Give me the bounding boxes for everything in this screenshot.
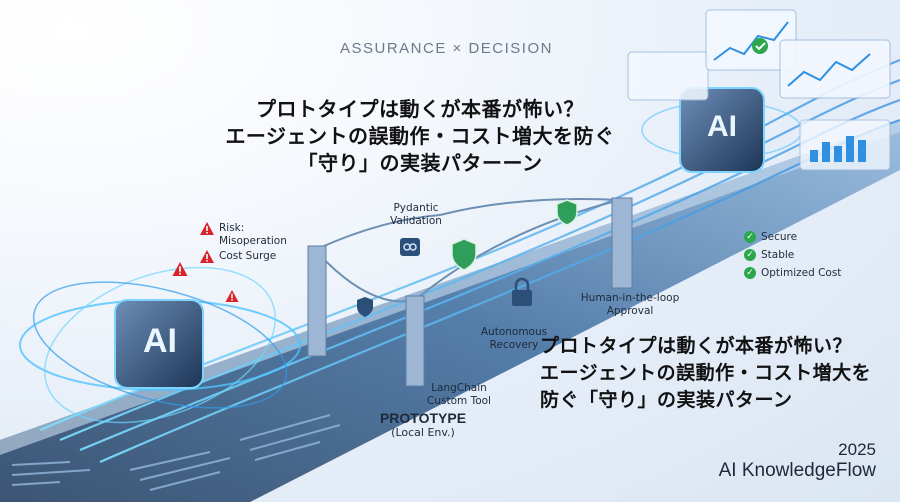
shield-icon	[357, 297, 373, 317]
suspension-cables	[314, 198, 621, 303]
ai-label-right: AI	[707, 110, 737, 143]
brand-name: AI KnowledgeFlow	[718, 460, 876, 481]
kicker-text: ASSURANCE × DECISION	[340, 40, 553, 57]
shield-icon	[556, 199, 578, 226]
risk-item: Cost Surge	[200, 250, 276, 263]
ai-cube-right	[641, 87, 803, 173]
outcome-item: ✓ Stable	[744, 249, 794, 262]
warning-icon	[200, 250, 214, 263]
dashboard-panels	[627, 9, 891, 171]
label-human-in-the-loop: Human-in-the-loop Approval	[580, 292, 680, 317]
outcome-label: Stable	[761, 249, 795, 261]
headline-top-line: 「守り」の実装パターーン	[297, 151, 543, 175]
risk-label: Risk: Misoperation	[219, 222, 287, 247]
warning-icon	[172, 262, 188, 276]
risk-item: Risk: Misoperation	[200, 222, 287, 248]
risk-label: Cost Surge	[219, 250, 277, 262]
ai-label-left: AI	[143, 322, 177, 360]
shield-icon	[451, 238, 477, 271]
headline-top-line: プロトタイプは動くが本番が怖い？	[256, 97, 584, 121]
code-panel	[11, 414, 341, 491]
bridge-deck	[0, 120, 900, 502]
brand-block: 2025 AI KnowledgeFlow	[719, 440, 876, 482]
label-autonomous-recovery: Autonomous Recovery	[480, 326, 548, 351]
check-icon: ✓	[744, 249, 756, 261]
headline-bottom-line: エージェントの誤動作・コスト増大を	[540, 362, 872, 384]
outcome-label: Secure	[761, 231, 798, 243]
sunlight-glow	[0, 0, 250, 240]
headline-bottom-line: プロトタイプは動くが本番が怖い？	[540, 335, 853, 357]
label-langchain-custom-tool: LangChain Custom Tool	[427, 382, 491, 407]
prototype-subtitle: (Local Env.)	[391, 426, 455, 439]
warning-icon	[225, 290, 239, 302]
headline-bottom: プロトタイプは動くが本番が怖い？ エージェントの誤動作・コスト増大を 防ぐ「守り…	[540, 333, 890, 414]
headline-bottom-line: 防ぐ「守り」の実装パターン	[540, 389, 793, 411]
prototype-caption: PROTOTYPE (Local Env.)	[368, 410, 478, 439]
outcome-label: Optimized Cost	[761, 267, 842, 279]
lock-icon	[512, 277, 532, 306]
label-pydantic-validation: Pydantic Validation	[390, 202, 442, 227]
link-icon	[400, 238, 420, 256]
headline-top-line: エージェントの誤動作・コスト増大を防ぐ	[225, 124, 615, 148]
warning-icon	[200, 222, 214, 235]
ai-cube-left	[19, 266, 301, 424]
check-icon: ✓	[744, 267, 756, 279]
bridge-towers	[307, 197, 633, 387]
headline-top: プロトタイプは動くが本番が怖い？ エージェントの誤動作・コスト増大を防ぐ 「守り…	[220, 96, 620, 177]
check-icon: ✓	[744, 231, 756, 243]
prototype-title: PROTOTYPE	[379, 410, 467, 426]
outcome-item: ✓ Secure	[744, 231, 797, 244]
outcome-item: ✓ Optimized Cost	[744, 267, 841, 280]
brand-year: 2025	[838, 440, 876, 459]
